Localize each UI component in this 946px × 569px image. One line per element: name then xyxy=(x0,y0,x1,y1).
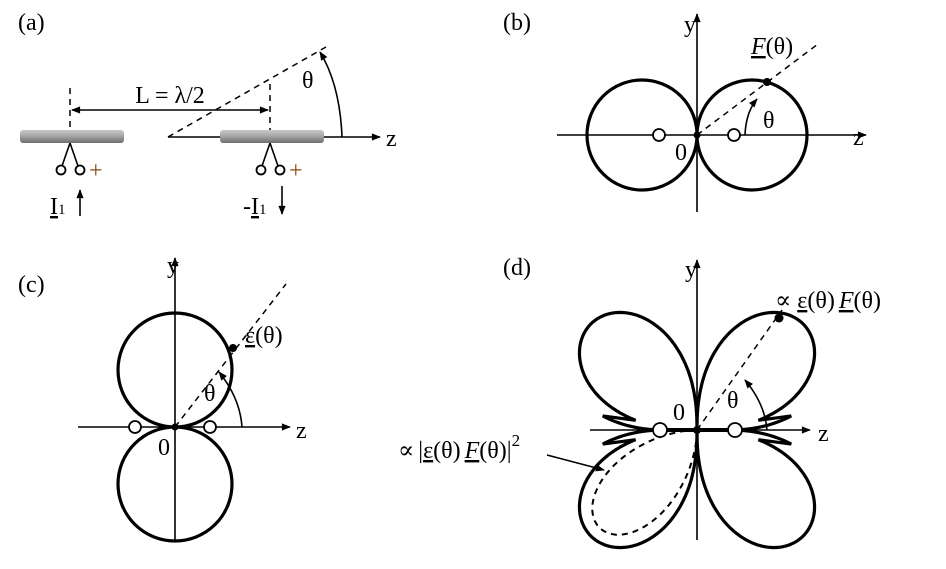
plus-sign-left: + xyxy=(89,158,103,184)
current-right-label: -I1 xyxy=(243,194,267,220)
terminal-right-plus xyxy=(274,164,286,176)
panel-d-label: (d) xyxy=(503,255,531,281)
pattern-point xyxy=(763,78,771,86)
pattern-point xyxy=(774,313,784,323)
panel-a: (a) z L = λ/2 θ + I1 + -I1 xyxy=(18,10,397,220)
theta-arc xyxy=(218,371,243,428)
theta-label: θ xyxy=(727,388,739,414)
feed-lines-left xyxy=(61,142,79,167)
theta-label: θ xyxy=(302,68,314,94)
panel-d: (d) y z θ 0 ∝ε(θ)F(θ) ∝|ε(θ)F(θ)|2 xyxy=(398,255,881,550)
axis-z-label: z xyxy=(386,126,397,152)
theta-arc xyxy=(744,379,768,431)
panel-b: (b) y z θ 0 F(θ) xyxy=(503,10,867,212)
terminal-left-minus xyxy=(55,164,67,176)
theta-arc xyxy=(319,51,343,138)
origin-label: 0 xyxy=(673,400,685,426)
feed-lines-right xyxy=(261,142,279,167)
panel-c: (c) y z θ 0 ε(θ) xyxy=(18,253,307,543)
element-factor-label: ε(θ) xyxy=(245,323,283,349)
plus-sign-right: + xyxy=(289,158,303,184)
panel-a-label: (a) xyxy=(18,10,45,36)
direction-line xyxy=(696,309,783,431)
terminal-left-plus xyxy=(74,164,86,176)
axis-y-label: y xyxy=(685,257,697,283)
current-left-label: I1 xyxy=(50,194,66,220)
origin-dot xyxy=(171,423,179,431)
total-pattern-label: ∝ε(θ)F(θ) xyxy=(775,288,881,314)
direction-line xyxy=(167,46,327,138)
element-position-right xyxy=(727,422,743,438)
axis-z-label: z xyxy=(853,125,864,151)
origin-dot xyxy=(693,131,701,139)
axis-y-label: y xyxy=(684,12,696,38)
direction-line xyxy=(696,43,819,136)
array-factor-label: F(θ) xyxy=(750,34,793,60)
spacing-label: L = λ/2 xyxy=(135,83,205,109)
theta-label: θ xyxy=(763,108,775,134)
element-position-right xyxy=(203,420,217,434)
power-pattern-pointer xyxy=(546,454,605,472)
theta-arc xyxy=(744,98,758,136)
dipole-rod-right xyxy=(220,130,324,143)
theta-label: θ xyxy=(204,381,216,407)
element-position-right xyxy=(727,128,741,142)
dipole-rod-left xyxy=(20,130,124,143)
axis-z-label: z xyxy=(818,421,829,447)
origin-dot xyxy=(693,426,701,434)
panel-c-label: (c) xyxy=(18,272,45,298)
pattern-point xyxy=(229,344,237,352)
power-pattern-label: ∝|ε(θ)F(θ)|2 xyxy=(398,431,520,464)
panel-b-label: (b) xyxy=(503,10,531,36)
origin-label: 0 xyxy=(158,435,170,461)
direction-line xyxy=(174,283,287,428)
element-position-left xyxy=(128,420,142,434)
element-position-left xyxy=(652,128,666,142)
element-position-left xyxy=(652,422,668,438)
origin-label: 0 xyxy=(675,140,687,166)
terminal-right-minus xyxy=(255,164,267,176)
axis-y-label: y xyxy=(167,253,179,279)
axis-z-label: z xyxy=(296,418,307,444)
power-pattern-curve xyxy=(591,429,698,536)
